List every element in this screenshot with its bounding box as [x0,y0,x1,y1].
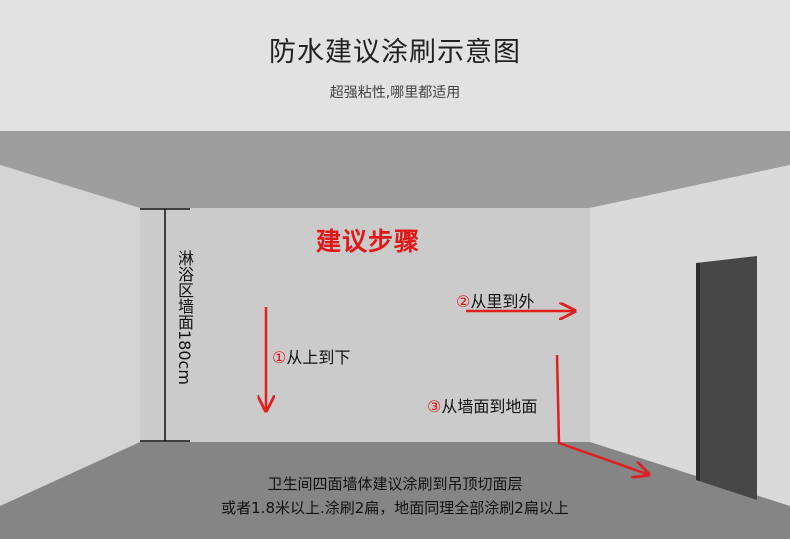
wall-height-label: 淋浴区墙面180cm [175,250,194,385]
step-3-number: ③ [427,397,442,416]
page-title: 防水建议涂刷示意图 [269,37,521,68]
height-marker [140,208,190,442]
ceiling [0,131,790,208]
step-2-number: ② [456,292,471,311]
door [696,256,757,500]
step-1-number: ① [272,348,287,367]
step-2-label: ②从里到外 [456,288,534,312]
steps-title: 建议步骤 [316,227,421,256]
step-3-text: 从墙面到地面 [441,397,538,416]
step-1-text: 从上到下 [286,348,351,367]
header: 防水建议涂刷示意图 超强粘性,哪里都适用 [0,0,790,131]
step-1-label: ①从上到下 [272,344,350,368]
step-3-label: ③从墙面到地面 [427,393,537,417]
arrow-wall-to-floor [555,354,647,474]
back-wall [140,208,590,442]
floor [0,442,790,539]
step-2-text: 从里到外 [470,292,535,311]
footer-note-line-1: 卫生间四面墙体建议涂刷到吊顶切面层 [267,475,523,493]
footer-note-line-2: 或者1.8米以上.涂刷2扁，地面同理全部涂刷2扁以上 [221,499,569,517]
door-frame [696,263,700,481]
room-diagram [0,131,790,539]
left-wall [0,165,140,506]
page-subtitle: 超强粘性,哪里都适用 [329,85,461,101]
